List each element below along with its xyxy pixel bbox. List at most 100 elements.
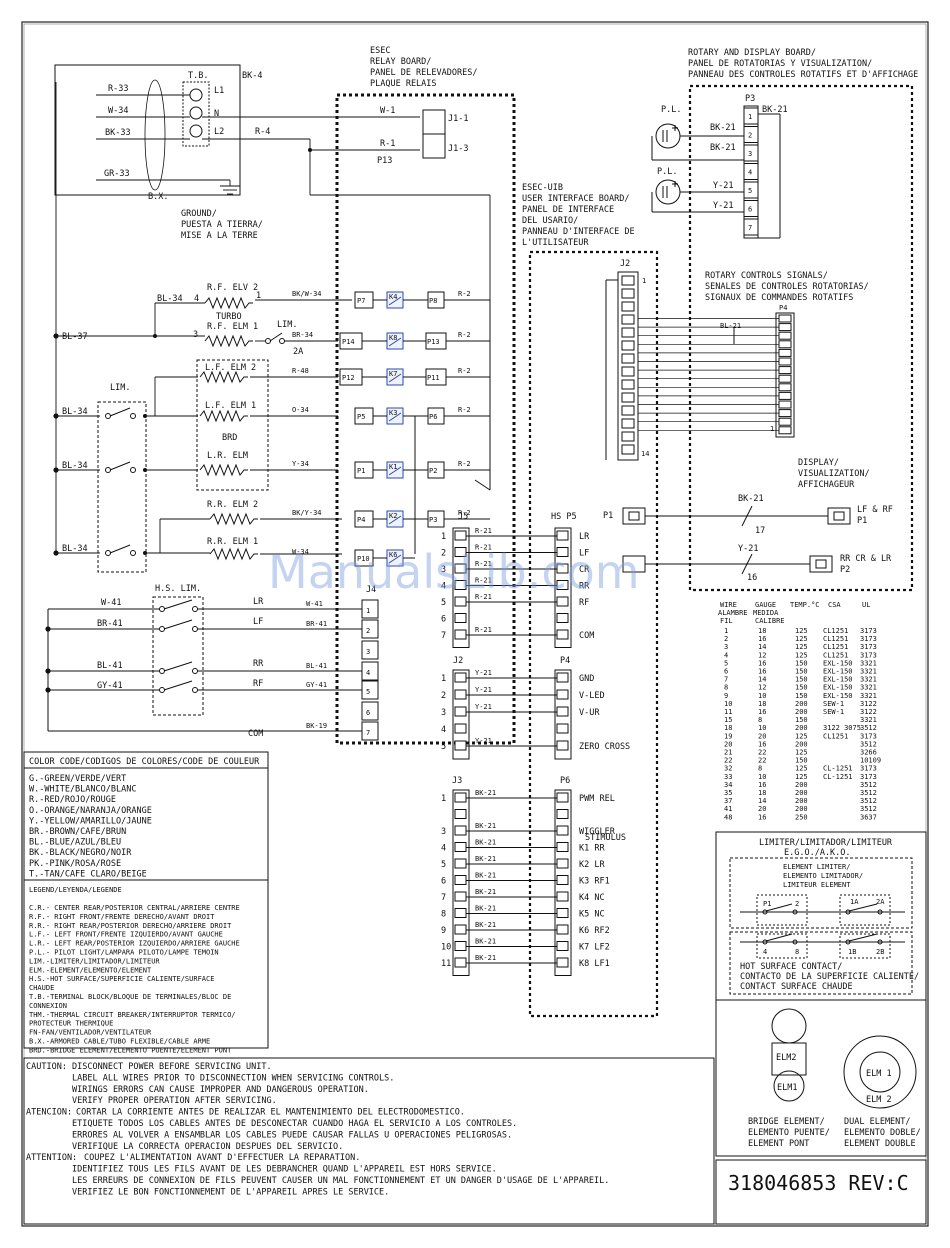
legend-line: ELM.-ELEMENT/ELEMENTO/ELEMENT (29, 966, 152, 974)
uib-j2-pin (621, 418, 635, 429)
conn-pin-num: 9 (441, 926, 446, 936)
wire-table-cell: 125 (795, 635, 808, 643)
relay-row-r2: R-2 (458, 290, 471, 298)
wire-table-cell: 3173 (860, 732, 877, 740)
r1-label: R-1 (380, 139, 395, 149)
conn-pin-num: 4 (441, 844, 446, 854)
wire-table-cell: 12 (758, 651, 766, 659)
color-code-line: BR.-BROWN/CAFE/BRUN (29, 827, 126, 837)
resistor-rf-elm1 (204, 334, 253, 348)
conn-wire: Y-21 (475, 686, 492, 694)
relay-row-k: K6 (389, 551, 397, 559)
wire-table-cell: 16 (758, 740, 766, 748)
uib-j2-pin (621, 405, 635, 416)
j4-mid-com: COM (248, 729, 263, 739)
relay-row-p: P4 (357, 516, 365, 524)
wire-table-cell: 3173 (860, 765, 877, 773)
uib-j2-pin (621, 379, 635, 390)
wire-table-cell: 6 (724, 668, 728, 676)
color-code-line: T.-TAN/CAFE CLARO/BEIGE (29, 869, 147, 879)
wire-table-cell: 125 (795, 749, 808, 757)
resistor-lr-elm (199, 463, 248, 477)
conn-pin (556, 613, 569, 623)
bridge-dual-box: ELM2 ELM1 BRIDGE ELEMENT/ ELEMENTO PUENT… (715, 999, 927, 1157)
wire-table-cell: 18 (724, 724, 732, 732)
j4-pin (361, 701, 379, 721)
note-line: VERIFIEZ LE BON FONCTIONNEMENT DE L'APPA… (72, 1187, 389, 1197)
j4-left-bl41: BL-41 (97, 661, 123, 671)
wire-table-cell: 125 (795, 765, 808, 773)
conn-pin (454, 740, 467, 751)
rotary-p4-pin (778, 409, 792, 418)
uib-title-4: DEL USARIO/ (522, 216, 578, 226)
wire-table-cell: 200 (795, 805, 808, 813)
conn-wire: BK-21 (475, 872, 496, 880)
display-title-3: AFFICHAGEUR (798, 480, 855, 490)
wire-table-header: UL (862, 601, 870, 609)
part-number: 318046853 REV:C (728, 1171, 909, 1195)
j4-wire: BR-41 (306, 620, 327, 628)
bridge-elm1: ELM1 (777, 1083, 797, 1093)
legend-line: FN-FAN/VENTILADOR/VENTILATEUR (29, 1029, 152, 1037)
notes: CAUTION:DISCONNECT POWER BEFORE SERVICIN… (26, 1062, 609, 1197)
wire-w34: W-34 (108, 106, 128, 116)
wire-table-header: CSA (828, 601, 841, 609)
j3-stimulus: STIMULUS (585, 833, 626, 843)
label-lr-elm: L.R. ELM (207, 451, 248, 461)
rotary-p4-pin (778, 340, 792, 349)
label-2a: 2A (293, 347, 303, 357)
wire-table-cell: 200 (795, 789, 808, 797)
conn-wire: Y-21 (475, 669, 492, 677)
label-rr-elm2: R.R. ELM 2 (207, 500, 258, 510)
uib-j2-pin14: 14 (641, 450, 649, 458)
conn-label: K8 LF1 (579, 959, 610, 969)
relay-row-wire: W-34 (292, 548, 309, 556)
conn-pin (556, 723, 569, 734)
wire-table-cell: CL1251 (823, 651, 848, 659)
conn-pin (556, 924, 569, 935)
conn-label: K2 LR (579, 860, 605, 870)
conn-pin (454, 825, 467, 836)
note-line: ERRORES AL VOLVER A ENSAMBLAR LOS CABLES… (72, 1130, 512, 1140)
elements-section: R.F. ELV 2 R.F. ELM 1 TURBO LIM. 2A L.F.… (53, 283, 352, 573)
p3-pin (743, 144, 759, 162)
relay-row-wire: O-34 (292, 406, 309, 414)
bridge-label-1: BRIDGE ELEMENT/ (748, 1117, 825, 1127)
label-rf-elm1: R.F. ELM 1 (207, 322, 258, 332)
conn-right-title: HS P5 (551, 512, 577, 522)
conn-pin-num: 5 (441, 598, 446, 608)
conn-pin-num: 3 (441, 708, 446, 718)
wire-table-cell: 3512 (860, 781, 877, 789)
tb-terminal-l2 (189, 124, 203, 138)
color-code-line: Y.-YELLOW/AMARILLO/JAUNE (29, 816, 152, 826)
relay-row-k: K4 (389, 293, 397, 301)
conn-pin (556, 825, 569, 836)
j1-1-label: J1-1 (448, 114, 468, 124)
conn-pin (556, 858, 569, 869)
conn-title: J2 (453, 656, 463, 666)
display-section: DISPLAY/ VISUALIZATION/ AFFICHAGEUR P1 B… (603, 458, 893, 583)
wire-table-cell: 150 (795, 659, 808, 667)
legend-line: R.F.- RIGHT FRONT/FRENTE DERECHO/AVANT D… (29, 913, 215, 921)
tb-n: N (214, 109, 219, 119)
j4-pin (361, 599, 379, 619)
rotary-board: ROTARY AND DISPLAY BOARD/ PANEL DE ROTAT… (651, 48, 918, 592)
j4-wire: GY-41 (306, 681, 327, 689)
resistor-rr-elm1 (209, 547, 258, 561)
uib-j2-pin (621, 366, 635, 377)
limiter-2a: 2A (876, 898, 885, 906)
relay-row-r2: R-2 (458, 460, 471, 468)
wire-table-cell: 3321 (860, 659, 877, 667)
j4-pin (361, 680, 379, 700)
terminal-block-section: T.B. BK-4 L1 N L2 R-4 R-33 W-34 BK-33 GR… (54, 64, 491, 336)
rotary-bk21-top: BK-21 (762, 105, 788, 115)
conn-pin-num: 1 (441, 532, 446, 542)
rotary-signals-2: SENALES DE CONTROLES ROTATORIAS/ (705, 282, 869, 292)
wire-table-cell: 5 (724, 659, 728, 667)
note-line: LABEL ALL WIRES PRIOR TO DISCONNECTION W… (72, 1073, 394, 1083)
notes-box (23, 1057, 715, 1225)
color-code-line: R.-RED/ROJO/ROUGE (29, 795, 116, 805)
relay-bus (414, 300, 491, 554)
note-line: CORTAR LA CORRIENTE ANTES DE REALIZAR EL… (76, 1108, 465, 1118)
relay-row-p: P5 (357, 413, 365, 421)
